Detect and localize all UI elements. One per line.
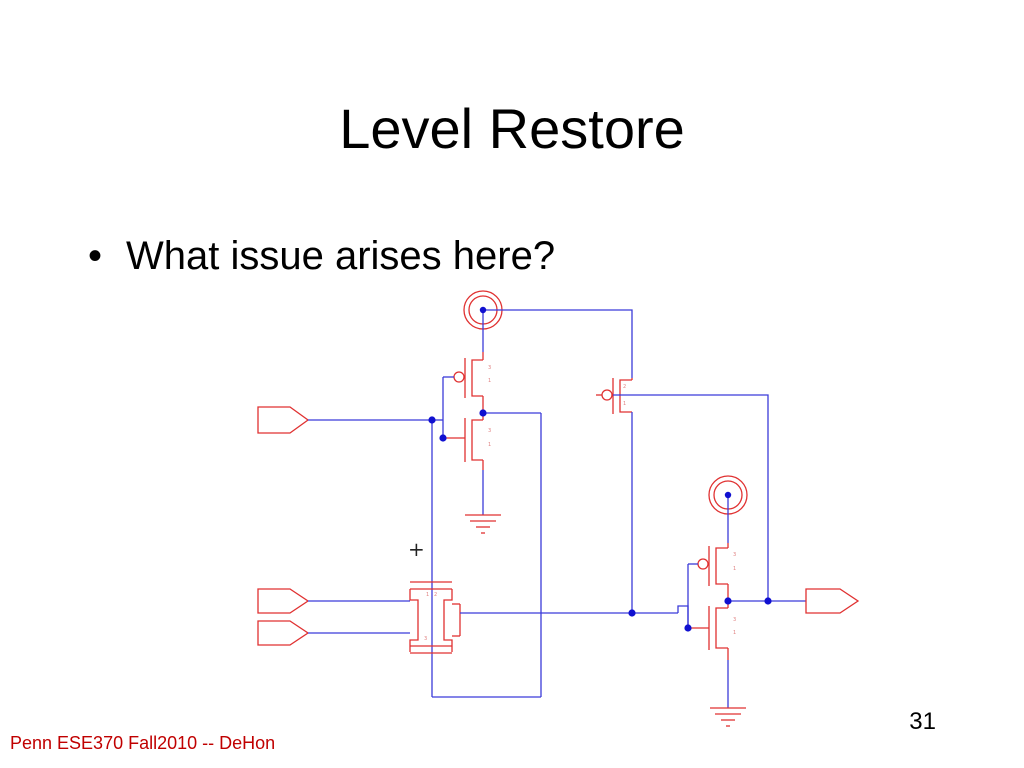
svg-text:2: 2 xyxy=(434,592,437,598)
svg-text:1: 1 xyxy=(733,566,736,572)
ground-icon xyxy=(465,514,501,534)
svg-text:1: 1 xyxy=(488,378,491,384)
bullet-dot-icon: • xyxy=(88,234,103,278)
pmos-restore-transistor: 2 1 xyxy=(596,378,633,414)
slide-title: Level Restore xyxy=(339,97,685,160)
pmos-transistor-1: 3 1 xyxy=(453,352,491,413)
slide-number: 31 xyxy=(909,708,936,735)
svg-text:3: 3 xyxy=(488,428,491,434)
svg-text:3: 3 xyxy=(488,365,491,371)
nmos-transistor-2: 3 1 xyxy=(688,601,736,660)
vdd-to-restore-wire xyxy=(483,309,633,378)
restore-gate-wire xyxy=(613,394,769,601)
pmos-transistor-2: 3 1 xyxy=(697,543,736,601)
junction-nodes xyxy=(428,306,772,632)
transmission-gate: 1 2 3 xyxy=(409,581,461,654)
input-port-c-icon xyxy=(257,620,310,646)
input-port-b-icon xyxy=(257,588,310,614)
svg-text:3: 3 xyxy=(424,636,427,642)
nmos-transistor-1: 3 1 xyxy=(443,413,491,470)
svg-text:1: 1 xyxy=(623,401,626,407)
plus-marker: + xyxy=(408,537,425,561)
footer-text: Penn ESE370 Fall2010 -- DeHon xyxy=(10,733,276,753)
svg-text:1: 1 xyxy=(733,630,736,636)
input-port-a-icon xyxy=(257,406,310,434)
svg-text:3: 3 xyxy=(733,552,736,558)
bullet-text: What issue arises here? xyxy=(126,234,556,278)
bullet-item: • What issue arises here? xyxy=(88,232,555,280)
bullet-list: • What issue arises here? xyxy=(88,232,555,280)
svg-text:1: 1 xyxy=(426,592,429,598)
svg-text:2: 2 xyxy=(623,384,626,390)
ground-icon-2 xyxy=(710,707,746,727)
svg-text:3: 3 xyxy=(733,617,736,623)
output-port-icon xyxy=(805,588,860,614)
svg-text:1: 1 xyxy=(488,442,491,448)
